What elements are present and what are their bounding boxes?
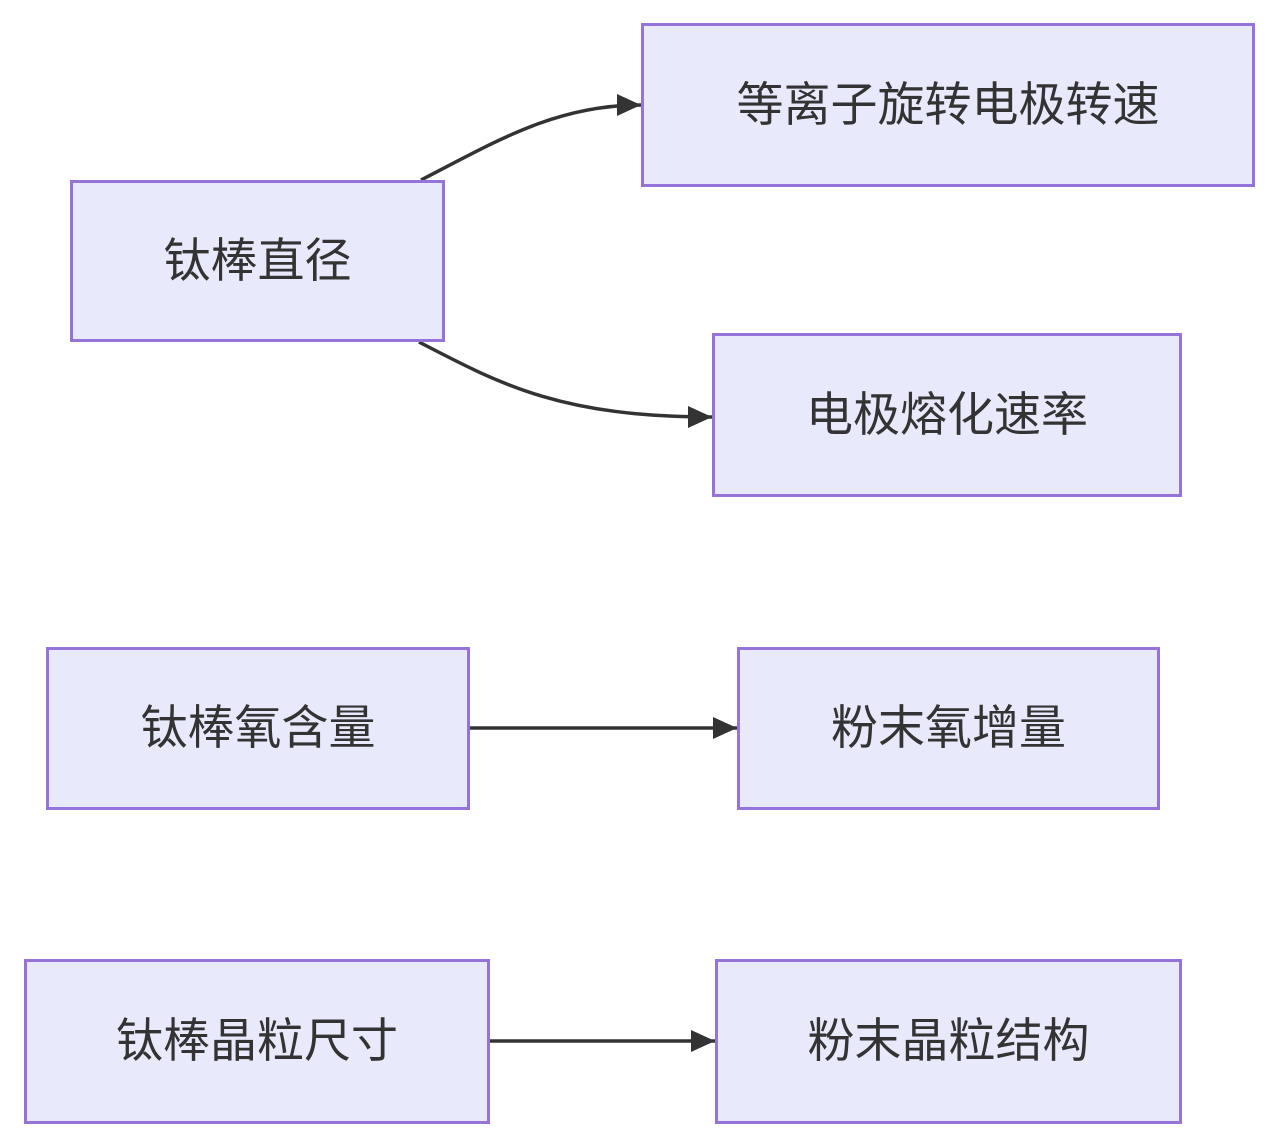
node-label: 等离子旋转电极转速 — [736, 77, 1160, 131]
node-label: 钛棒直径 — [163, 233, 352, 287]
node-label: 粉末氧增量 — [831, 701, 1066, 755]
node-label: 钛棒氧含量 — [140, 701, 376, 755]
edge-titanium-rod-diameter-to-electrode-melting-rate — [418, 340, 713, 428]
node-titanium-rod-oxygen-content: 钛棒氧含量 — [46, 647, 470, 810]
node-plasma-rotating-electrode-speed: 等离子旋转电极转速 — [641, 23, 1255, 187]
node-powder-grain-structure: 粉末晶粒结构 — [715, 959, 1182, 1124]
edges-group — [418, 94, 737, 1052]
node-label: 粉末晶粒结构 — [807, 1014, 1090, 1068]
node-label: 钛棒晶粒尺寸 — [116, 1014, 398, 1068]
node-titanium-rod-grain-size: 钛棒晶粒尺寸 — [24, 959, 490, 1124]
node-electrode-melting-rate: 电极熔化速率 — [712, 333, 1182, 497]
node-powder-oxygen-pickup: 粉末氧增量 — [737, 647, 1160, 810]
node-label: 电极熔化速率 — [806, 387, 1088, 441]
node-titanium-rod-diameter: 钛棒直径 — [70, 180, 445, 342]
edge-titanium-rod-diameter-to-plasma-rotating-electrode-speed — [420, 94, 642, 182]
